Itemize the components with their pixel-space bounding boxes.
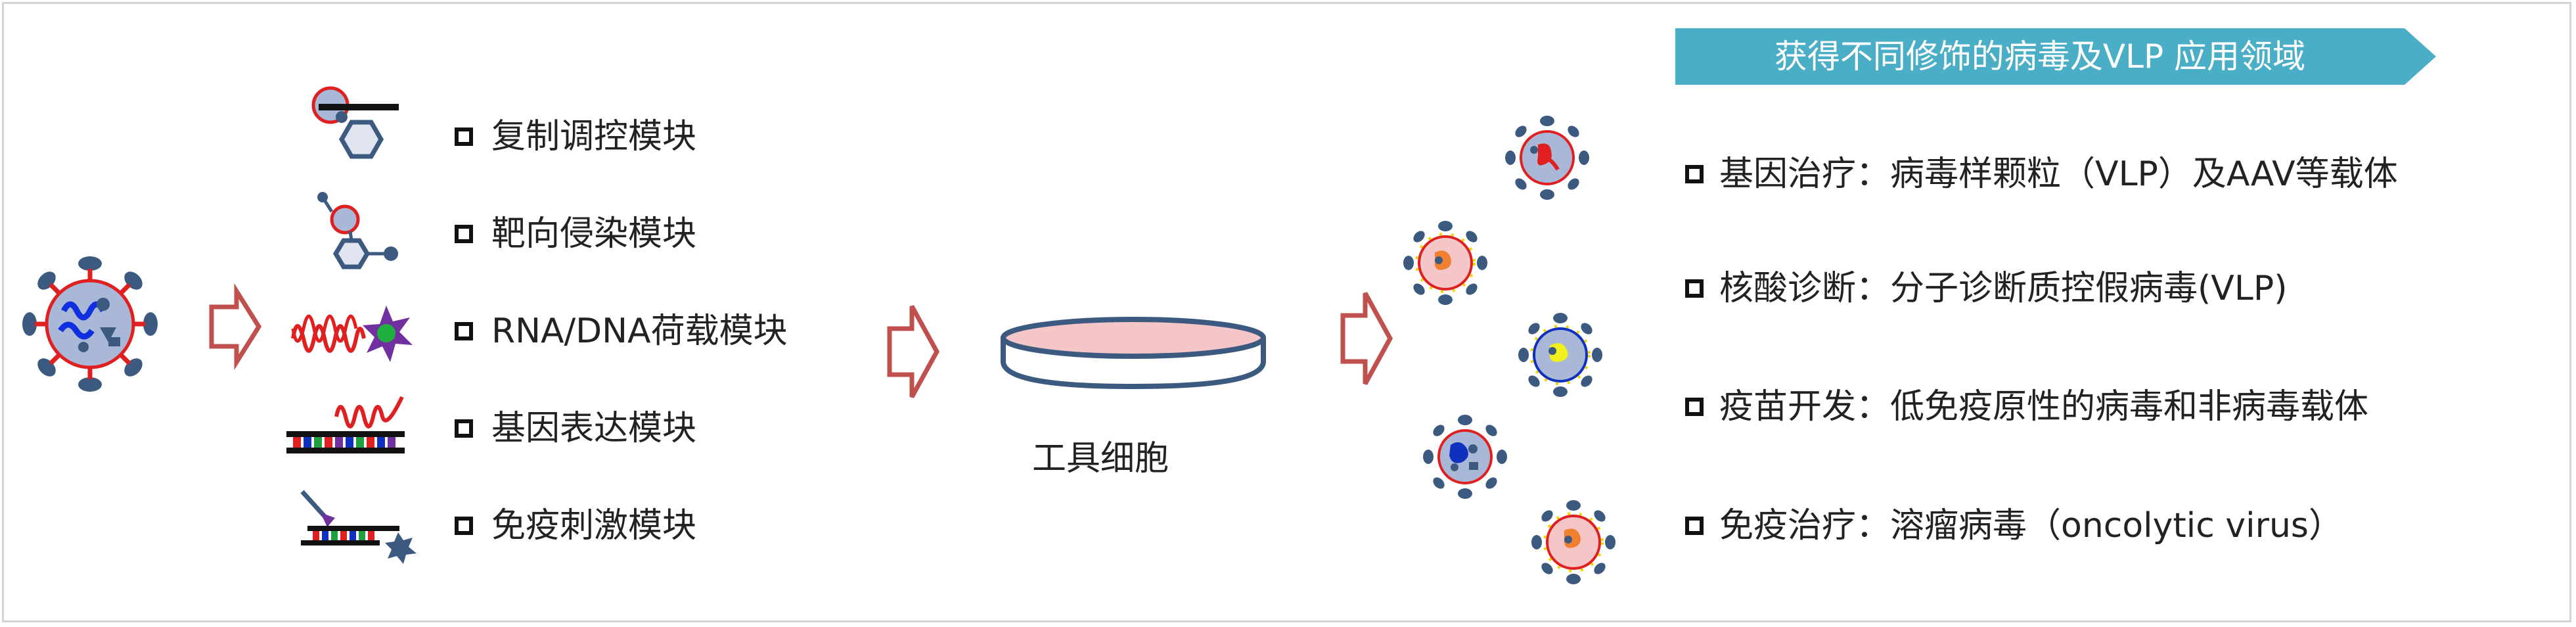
application-checkbox-immunotherapy: [1685, 517, 1704, 535]
arrow-right-icon: [209, 283, 262, 371]
module-label-expression: 基因表达模块: [491, 409, 697, 448]
module-checkbox-cargo: [455, 322, 473, 340]
targeted-infection-icon: [317, 192, 398, 269]
modified-virus-blue-icon: [1518, 313, 1602, 397]
modified-virus-orange-icon: [1531, 500, 1616, 584]
immune-stimulation-icon: [300, 490, 417, 564]
application-checkbox-diagnostics: [1685, 279, 1704, 298]
module-label-immune: 免疫刺激模块: [491, 506, 697, 546]
modified-virus-red-icon: [1505, 116, 1589, 200]
module-checkbox-immune: [455, 517, 473, 535]
module-checkbox-replication: [455, 128, 473, 146]
tool-cell-label: 工具细胞: [1031, 439, 1169, 478]
module-label-cargo: RNA/DNA荷载模块: [491, 312, 788, 351]
modified-virus-dark-icon: [1423, 415, 1507, 499]
module-checkbox-targeting: [455, 225, 473, 243]
module-label-replication: 复制调控模块: [491, 117, 697, 156]
modified-virus-orange-icon: [1403, 221, 1487, 305]
module-label-targeting: 靶向侵染模块: [491, 214, 697, 254]
application-label-vaccine: 疫苗开发：低免疫原性的病毒和非病毒载体: [1719, 387, 2369, 427]
module-checkbox-expression: [455, 419, 473, 438]
application-label-immunotherapy: 免疫治疗：溶瘤病毒（oncolytic virus）: [1719, 506, 2343, 546]
application-banner-title: 获得不同修饰的病毒及VLP 应用领域: [1774, 37, 2306, 76]
application-label-diagnostics: 核酸诊断：分子诊断质控假病毒(VLP): [1719, 269, 2288, 308]
application-label-gene-therapy: 基因治疗：病毒样颗粒（VLP）及AAV等载体: [1719, 154, 2398, 194]
rna-dna-cargo-icon: [291, 306, 413, 362]
arrow-right-icon: [887, 305, 939, 398]
gene-expression-icon: [286, 396, 405, 453]
petri-dish-icon: [1001, 317, 1266, 390]
application-banner: [1675, 28, 2436, 85]
arrow-right-icon: [1340, 292, 1393, 385]
source-virus-icon: [22, 256, 158, 392]
replication-control-icon: [311, 86, 399, 159]
application-checkbox-vaccine: [1685, 398, 1704, 416]
application-checkbox-gene-therapy: [1685, 165, 1704, 183]
